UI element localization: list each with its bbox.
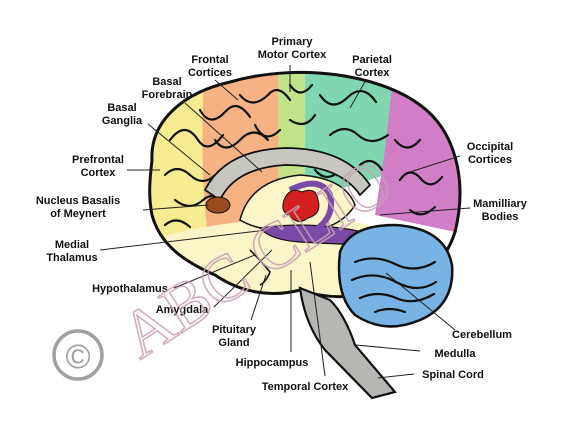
parietal-label-2: Cortex bbox=[355, 67, 391, 79]
hippocampus-label: Hippocampus bbox=[236, 357, 309, 369]
pituitary-label-1: Pituitary bbox=[212, 324, 257, 336]
amygdala-label: Amygdala bbox=[156, 304, 209, 316]
temporal-label: Temporal Cortex bbox=[262, 381, 349, 393]
spinal-cord-label: Spinal Cord bbox=[422, 369, 484, 381]
medial-thalamus-label-1: Medial bbox=[55, 239, 89, 251]
occipital-label-2: Cortices bbox=[468, 154, 512, 166]
medial-thalamus-label-2: Thalamus bbox=[46, 252, 97, 264]
nucleus-basalis bbox=[205, 196, 231, 214]
prefrontal-label-1: Prefrontal bbox=[72, 154, 124, 166]
red-structure bbox=[282, 189, 320, 222]
prefrontal-label-2: Cortex bbox=[81, 167, 117, 179]
motor-label-2: Motor Cortex bbox=[258, 49, 327, 61]
corpus-callosum bbox=[203, 147, 372, 202]
leader-lines bbox=[99, 65, 471, 379]
basal-forebrain-label-2: Forebrain bbox=[142, 89, 193, 101]
pituitary-label-2: Gland bbox=[218, 337, 249, 349]
motor-label-1: Primary bbox=[272, 36, 314, 48]
nucleus-basalis-label-1: Nucleus Basalis bbox=[36, 195, 120, 207]
copyright-circle-icon bbox=[52, 329, 104, 381]
copyright-symbol: © bbox=[65, 338, 90, 376]
occipital-label-1: Occipital bbox=[467, 141, 513, 153]
basal-forebrain-label-1: Basal bbox=[152, 76, 181, 88]
mamillary-label-1: Mamilliary bbox=[473, 198, 528, 210]
mamillary-label-2: Bodies bbox=[482, 211, 519, 223]
basal-ganglia-label-1: Basal bbox=[107, 102, 136, 114]
medulla-label: Medulla bbox=[435, 348, 477, 360]
fornix bbox=[288, 180, 335, 231]
basal-ganglia-label-2: Ganglia bbox=[102, 115, 143, 127]
brainstem bbox=[298, 286, 397, 400]
parietal-label-1: Parietal bbox=[352, 54, 392, 66]
hypothalamus-label: Hypothalamus bbox=[92, 283, 168, 295]
cerebellum-label: Cerebellum bbox=[452, 329, 512, 341]
nucleus-basalis-label-2: of Meynert bbox=[50, 208, 106, 220]
frontal-label-1: Frontal bbox=[191, 54, 228, 66]
cerebellum bbox=[337, 223, 454, 328]
frontal-label-2: Cortices bbox=[188, 67, 232, 79]
